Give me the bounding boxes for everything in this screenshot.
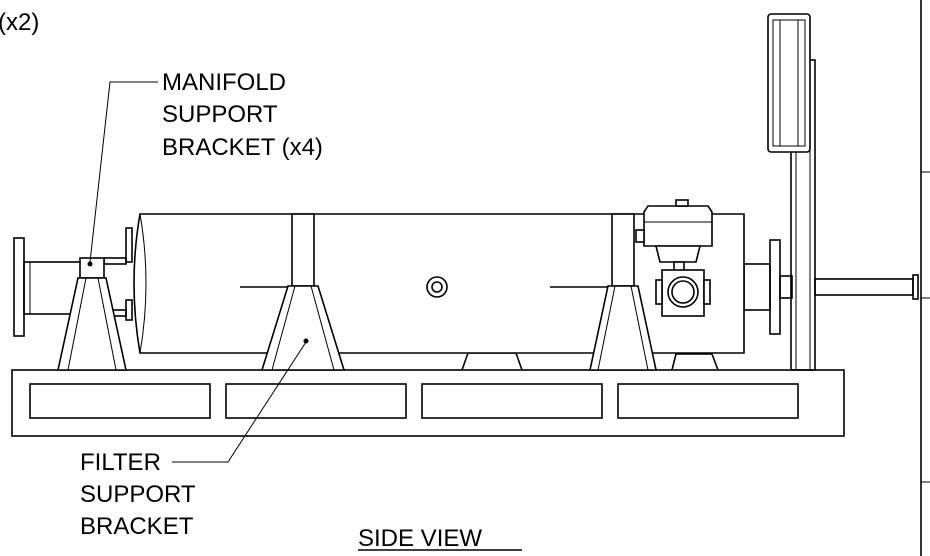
base-skid: [11, 352, 845, 437]
filter-label-line1: FILTER: [80, 449, 161, 476]
manifold-label-line2: SUPPORT: [162, 101, 278, 128]
manifold-label-line3: BRACKET (x4): [162, 134, 323, 161]
right-flange: [743, 239, 793, 335]
leader-lines: [87, 81, 309, 463]
filter-label-line3: BRACKET: [80, 513, 194, 540]
top-left-label: (x2): [0, 9, 39, 36]
manifold-support-bracket: [57, 257, 127, 371]
filter-support-bracket-right: [589, 213, 657, 371]
filter-label-line2: SUPPORT: [80, 481, 196, 508]
manifold-label-line1: MANIFOLD: [162, 69, 286, 96]
filter-support-bracket-left: [260, 213, 346, 371]
valve-assembly: [635, 199, 713, 317]
sheet-border: [920, 0, 930, 556]
vertical-stand: [767, 13, 816, 371]
outlet-pipe: [814, 274, 919, 300]
view-title: SIDE VIEW: [358, 525, 482, 552]
